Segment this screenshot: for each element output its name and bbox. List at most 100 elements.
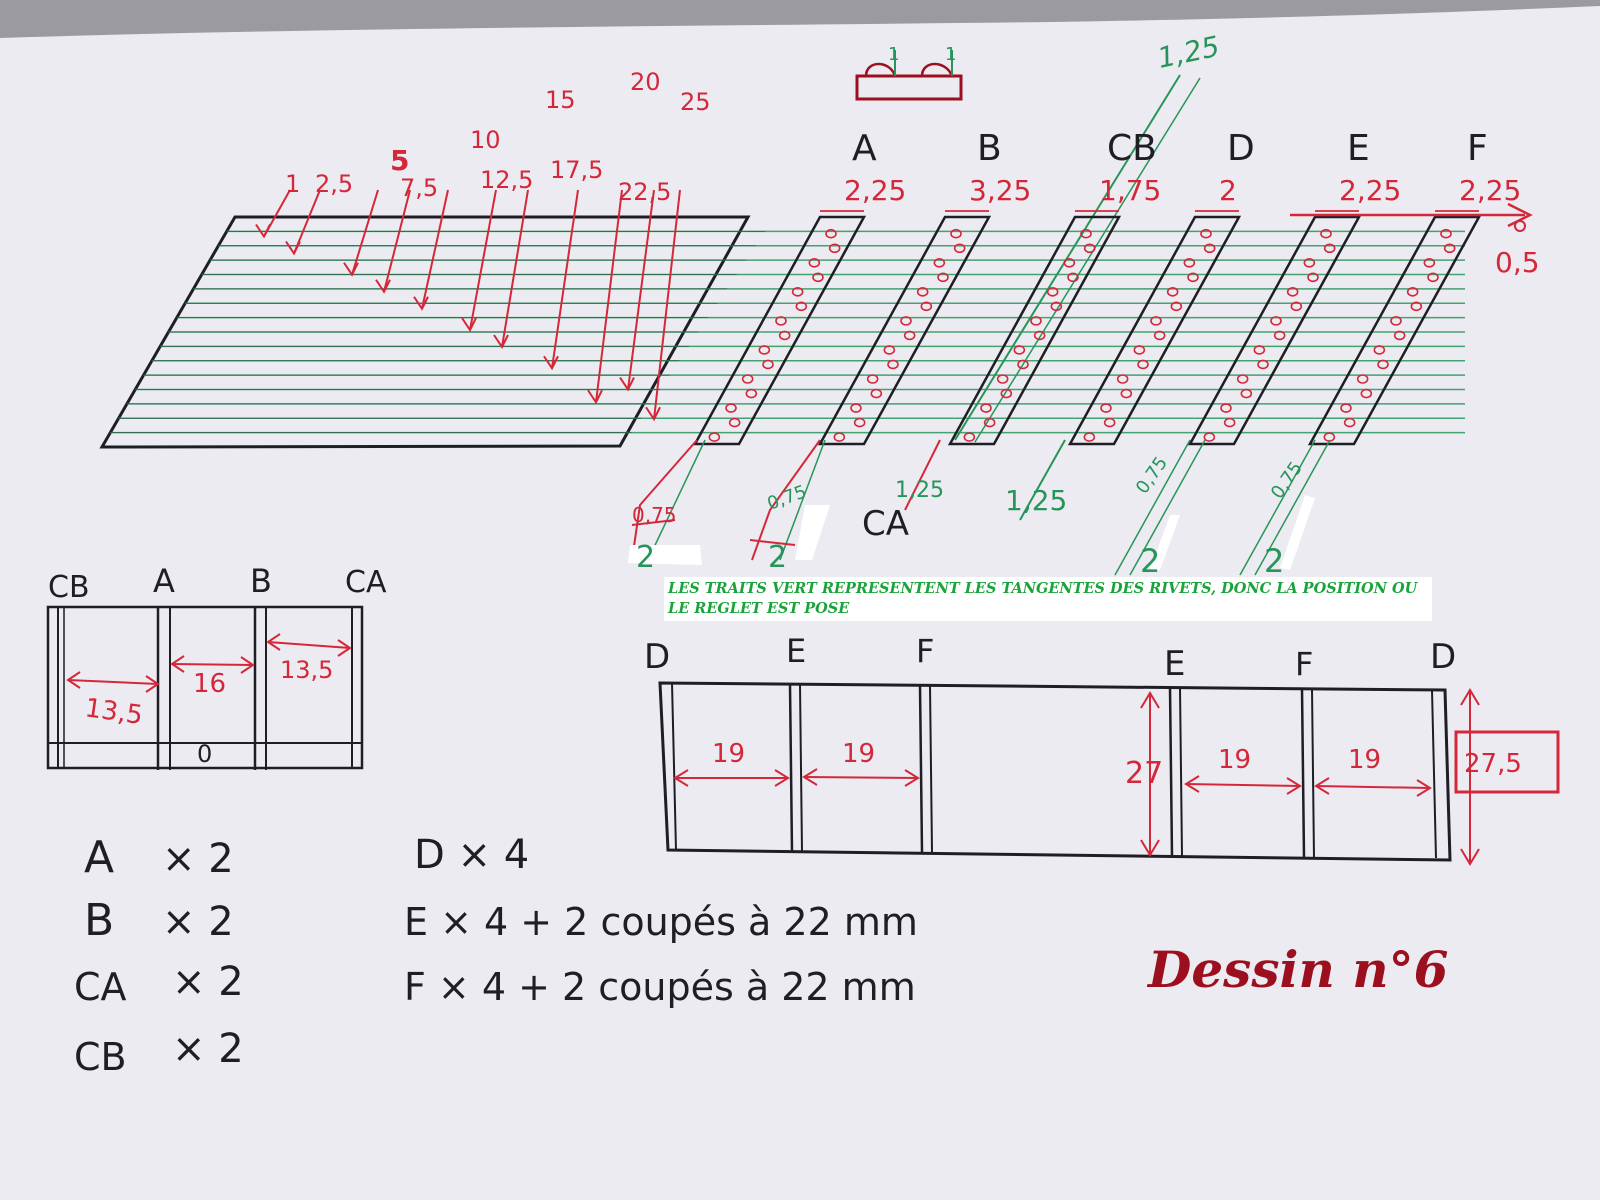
spacing-label: 10 bbox=[470, 126, 501, 154]
dim-low-2-c: 2 bbox=[1140, 542, 1160, 580]
white-correction-3 bbox=[1150, 515, 1180, 570]
strip-width-label: 2,25 bbox=[1339, 174, 1401, 207]
rivet-circle bbox=[980, 403, 992, 413]
rivet-circle bbox=[937, 272, 949, 283]
strip-width-label: 2,25 bbox=[844, 174, 906, 207]
rivet-circle bbox=[708, 432, 721, 442]
left-label-cb: CB bbox=[48, 570, 90, 605]
spacing-arrow-head bbox=[461, 317, 477, 332]
green-lines-note: LES TRAITS VERT REPRESENTENT LES TANGENT… bbox=[664, 577, 1432, 621]
rivet-circle bbox=[866, 374, 879, 384]
rivet-circle bbox=[1360, 388, 1373, 399]
spacing-arrow-line bbox=[421, 189, 449, 309]
spacing-arrow-line bbox=[595, 189, 623, 403]
spacing-arrow-head bbox=[375, 279, 391, 294]
strip-label: A bbox=[852, 128, 877, 169]
rivet-circle bbox=[725, 403, 737, 413]
count-qty-b: × 2 bbox=[162, 899, 234, 945]
rivet-circle bbox=[728, 417, 741, 428]
strip-width-label: 1,75 bbox=[1099, 174, 1161, 207]
strip-width-label: 2 bbox=[1219, 174, 1237, 207]
spacing-arrow-head bbox=[619, 376, 635, 392]
right-label-d1: D bbox=[644, 637, 670, 677]
right-label-e2: E bbox=[1164, 644, 1185, 684]
edge-rivet bbox=[1514, 220, 1526, 232]
spacing-label: 17,5 bbox=[550, 156, 603, 184]
spacing-label: 22,5 bbox=[618, 178, 671, 206]
rivet-circle bbox=[1273, 330, 1286, 341]
spacing-arrow-line bbox=[351, 189, 379, 276]
rivet-circle bbox=[950, 228, 962, 239]
rivet-circle bbox=[1137, 359, 1149, 370]
rivet-circle bbox=[1166, 287, 1179, 297]
dim-low-075-a: 0,75 bbox=[632, 503, 677, 527]
rivet-circle bbox=[808, 257, 821, 268]
rivet-circle bbox=[963, 432, 976, 442]
left-label-b: B bbox=[250, 562, 272, 600]
right-label-d2: D bbox=[1430, 637, 1456, 677]
profile-dim-2: 1 bbox=[945, 44, 956, 65]
rivet-circle bbox=[1000, 388, 1013, 399]
label-ca-top: CA bbox=[862, 504, 909, 544]
count-label-b: B bbox=[84, 895, 114, 946]
rivet-circle bbox=[996, 374, 1009, 384]
strip-label: B bbox=[977, 128, 1002, 169]
rivet-circle bbox=[1356, 374, 1369, 384]
spacing-arrow-line bbox=[653, 189, 681, 420]
rivet-circle bbox=[1080, 228, 1092, 239]
plate-outline bbox=[99, 215, 751, 449]
dim-low-2-d: 2 bbox=[1264, 542, 1284, 580]
rivet-circle bbox=[791, 287, 804, 297]
count-right-f: F × 4 + 2 coupés à 22 mm bbox=[404, 965, 916, 1009]
strip-label: E bbox=[1347, 128, 1370, 169]
strip-outline bbox=[817, 215, 992, 446]
rivet-circle bbox=[1170, 301, 1183, 312]
rivet-circle bbox=[1377, 359, 1389, 370]
strip-width-label: 2,25 bbox=[1459, 174, 1521, 207]
rivet-circle bbox=[1153, 330, 1166, 341]
spacing-label: 20 bbox=[630, 68, 661, 96]
spacing-arrow-head bbox=[413, 296, 429, 311]
rivet-circle bbox=[833, 432, 846, 442]
rivet-circle bbox=[745, 388, 758, 399]
rivet-circle bbox=[812, 272, 824, 283]
rivet-circle bbox=[775, 316, 787, 326]
left-label-a: A bbox=[153, 562, 175, 600]
spacing-arrow-line bbox=[501, 189, 529, 348]
strip-width-label: 3,25 bbox=[969, 174, 1031, 207]
rivet-circle bbox=[1343, 417, 1356, 428]
rivet-circle bbox=[1307, 272, 1319, 283]
strip-outline bbox=[1187, 215, 1362, 446]
dim-low-125-b: 1,25 bbox=[1005, 484, 1067, 517]
spacing-arrow-head bbox=[285, 240, 301, 256]
white-correction-1 bbox=[628, 545, 702, 565]
rivet-circle bbox=[1033, 330, 1046, 341]
rivet-circle bbox=[1393, 330, 1406, 341]
count-qty-a: × 2 bbox=[162, 836, 234, 882]
spacing-label: 1 bbox=[285, 170, 300, 198]
spacing-arrow-head bbox=[645, 406, 661, 422]
rivet-circle bbox=[1390, 316, 1402, 326]
rivet-circle bbox=[1223, 417, 1236, 428]
left-label-ca: CA bbox=[345, 565, 387, 600]
dim-low-125-a: 1,25 bbox=[895, 478, 944, 503]
rivet-circle bbox=[1320, 228, 1332, 239]
rivet-circle bbox=[1253, 345, 1266, 355]
right-label-e1: E bbox=[786, 632, 806, 670]
rivet-circle bbox=[1187, 272, 1199, 283]
rivet-circle bbox=[916, 287, 929, 297]
spacing-arrow-head bbox=[343, 262, 359, 277]
right-dim-4: 19 bbox=[1348, 745, 1381, 775]
rivet-circle bbox=[1286, 287, 1299, 297]
long-tangent-line-1 bbox=[954, 74, 1181, 441]
right-dim-height-box: 27,5 bbox=[1464, 749, 1522, 779]
rivet-circle bbox=[1373, 345, 1386, 355]
rivet-circle bbox=[1236, 374, 1249, 384]
rivet-circle bbox=[825, 228, 837, 239]
rivet-circle bbox=[870, 388, 883, 399]
right-label-f2: F bbox=[1295, 645, 1313, 683]
spacing-arrow-head bbox=[493, 334, 509, 349]
sheet-plate bbox=[99, 215, 1465, 449]
rivet-circle bbox=[1406, 287, 1419, 297]
spacing-arrow-line bbox=[469, 189, 497, 331]
